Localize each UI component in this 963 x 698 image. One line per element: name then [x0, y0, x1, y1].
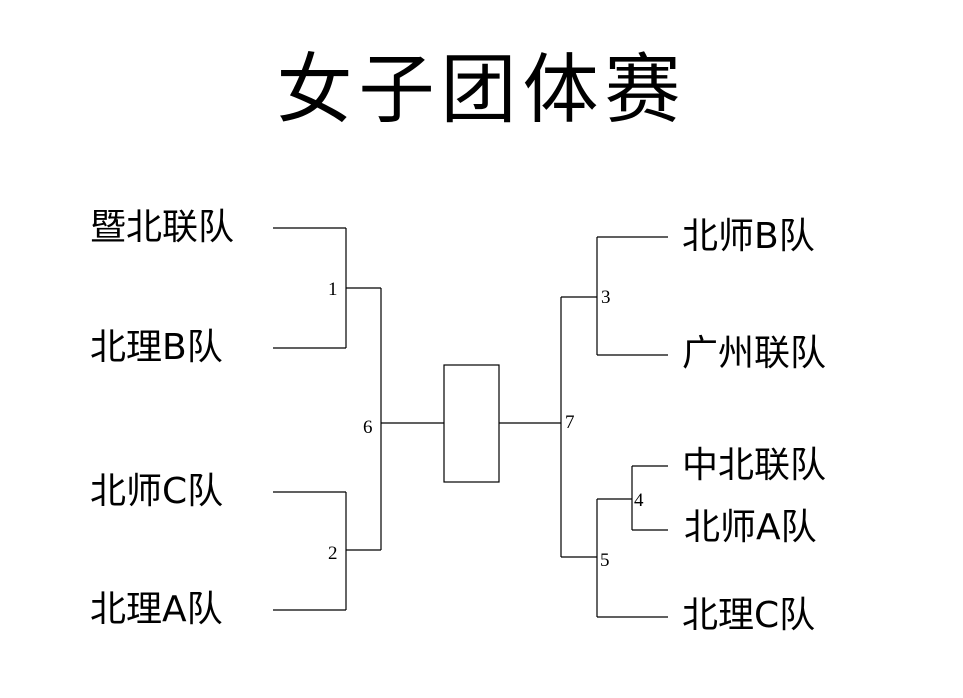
team-left-3: 北师C队: [90, 471, 224, 512]
team-left-1: 暨北联队: [90, 207, 235, 248]
match-number-5: 5: [600, 550, 610, 571]
team-right-2: 广州联队: [682, 333, 827, 374]
match-number-6: 6: [363, 417, 373, 438]
match-number-4: 4: [634, 490, 644, 511]
team-right-1: 北师B队: [682, 216, 815, 257]
team-right-4: 北师A队: [684, 507, 817, 548]
team-left-2: 北理B队: [90, 327, 223, 368]
match-number-2: 2: [328, 543, 338, 564]
match-number-3: 3: [601, 287, 611, 308]
team-right-5: 北理C队: [682, 595, 816, 636]
team-left-4: 北理A队: [90, 589, 223, 630]
team-right-3: 中北联队: [682, 445, 827, 486]
match-number-7: 7: [565, 412, 575, 433]
match-number-1: 1: [328, 279, 338, 300]
page-title: 女子团体赛: [276, 45, 687, 134]
